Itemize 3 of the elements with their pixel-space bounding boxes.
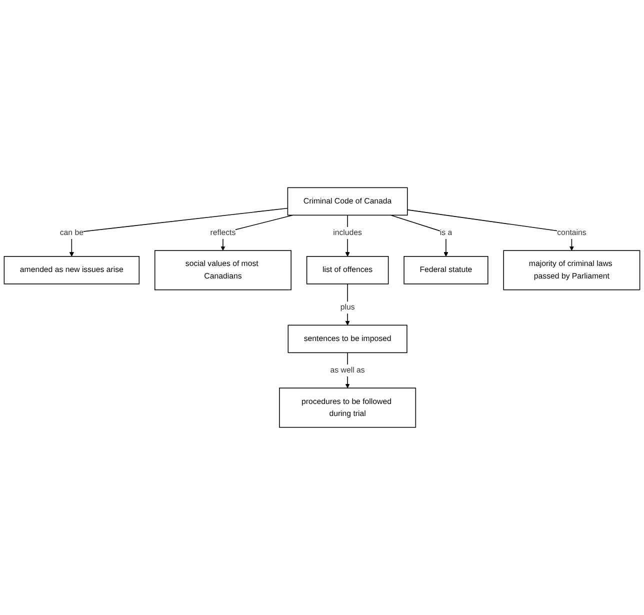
arrow [390, 214, 448, 257]
arrow [69, 208, 288, 257]
arrow [407, 209, 574, 251]
